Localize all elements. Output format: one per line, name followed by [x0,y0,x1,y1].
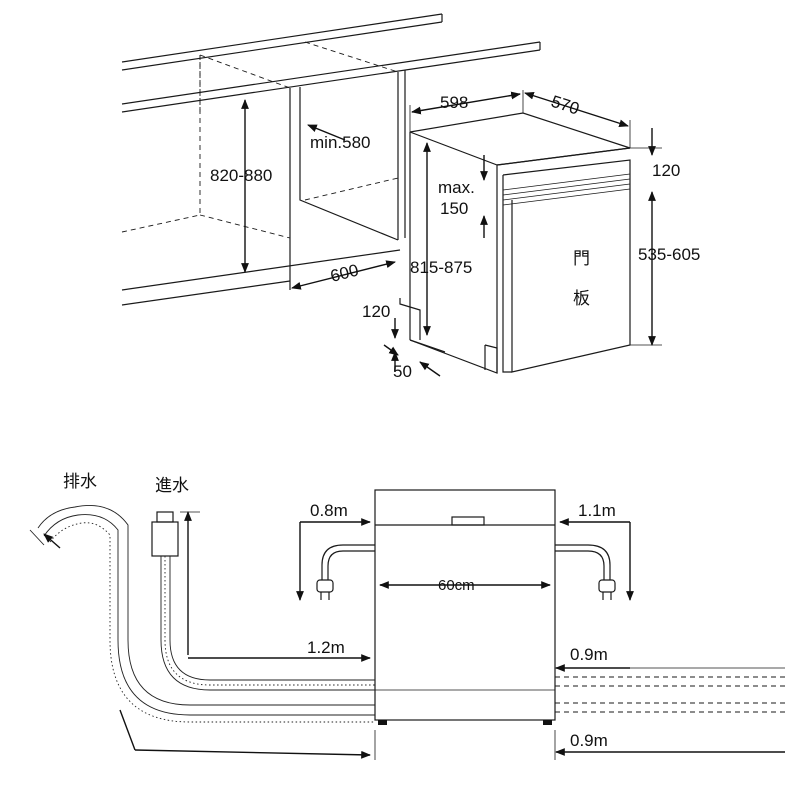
min-depth-label: min.580 [310,133,370,152]
width-label: 598 [440,93,468,112]
max-value-label: 150 [440,199,468,218]
inlet-hose [160,556,375,691]
drain-label: 排水 [63,472,97,492]
door-height-label: 535-605 [638,245,700,264]
connection-labels: 排水 進水 0.8m 1.1m 60cm 1.2m 0.9m 0.9m [63,472,616,750]
water-inlet-tap [151,521,179,557]
unit-width-label: 60cm [438,577,475,594]
door-panel-char-2: 板 [573,289,590,309]
connection-drawing [29,489,785,725]
power-left-label: 0.8m [310,501,348,520]
right-length-top-label: 0.9m [570,645,608,664]
inlet-label: 進水 [155,476,189,496]
power-right-label: 1.1m [578,501,616,520]
power-plug-left [316,579,334,593]
power-cable-left [321,544,375,580]
right-length-bottom-label: 0.9m [570,731,608,750]
dimension-lines [241,90,662,377]
top-offset-label: 120 [652,161,680,180]
max-label: max. [438,178,475,197]
connection-dimensions [43,511,785,760]
drain-hose-length-label: 1.2m [307,638,345,657]
plinth-height-label: 120 [362,302,390,321]
niche-width-label: 600 [328,261,360,286]
niche-height-label: 820-880 [210,166,272,185]
dimension-labels: 598 570 820-880 min.580 600 815-875 max.… [210,92,700,381]
door-handle [451,516,485,526]
dishwasher-front [374,489,556,721]
plinth-depth-label: 50 [393,362,412,381]
power-plug-right [598,579,616,593]
door-panel-char-1: 門 [573,249,590,269]
appliance-height-label: 815-875 [410,258,472,277]
depth-label: 570 [549,92,582,119]
drain-hose [37,505,375,706]
power-cable-right [555,544,611,580]
